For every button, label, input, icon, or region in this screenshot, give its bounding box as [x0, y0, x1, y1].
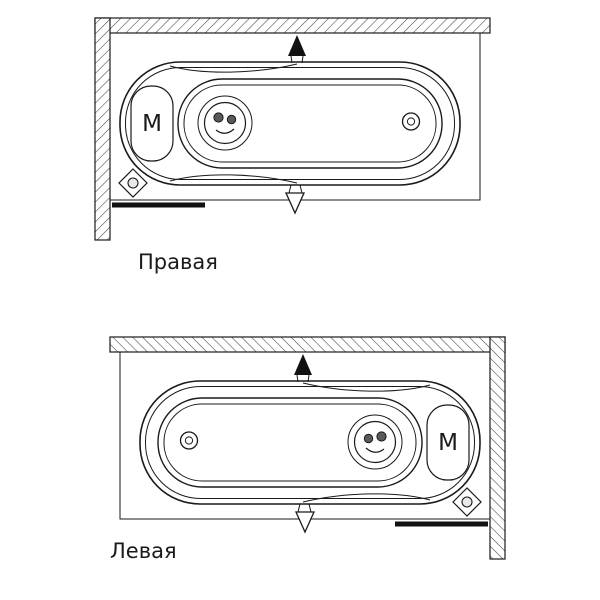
mixer-label-left: M — [438, 430, 458, 456]
right-version-label: Правая — [138, 250, 218, 274]
mixer-label-right: M — [142, 111, 162, 137]
left-version-label: Левая — [110, 539, 177, 563]
